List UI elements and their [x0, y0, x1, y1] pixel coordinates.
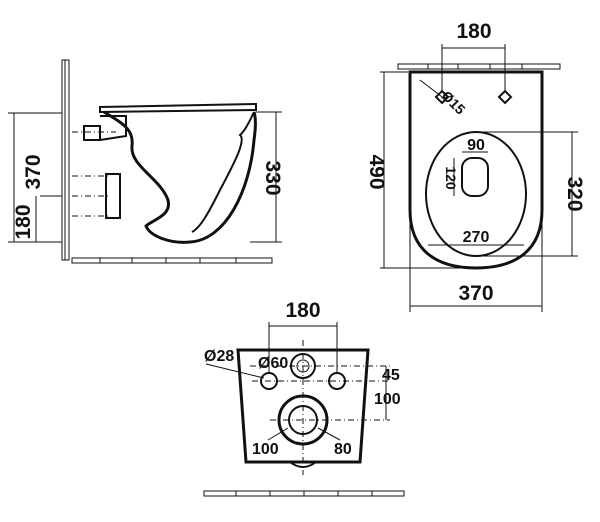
bowl-height-label: 330 [261, 160, 284, 195]
inner-depth-label: 120 [443, 166, 459, 190]
fixing-bracket [83, 125, 101, 141]
side-view: 370 180 330 [8, 59, 284, 264]
length-label: 490 [365, 154, 388, 189]
total-height-label: 370 [22, 154, 45, 189]
vertical-offset-1-label: 45 [382, 367, 400, 384]
leader-hole-diameter [419, 79, 447, 101]
seat-lid [99, 102, 257, 114]
top-view: 180 Ø15 490 320 370 270 90 120 [365, 20, 586, 312]
back-view: 180 Ø28 Ø60 45 100 100 80 [203, 299, 405, 497]
leader-small-hole [205, 363, 265, 379]
opening-width-label: 270 [463, 229, 490, 246]
outlet-right-label: 80 [334, 441, 352, 458]
inlet-connector [99, 115, 127, 141]
leader-outlet-left [267, 427, 289, 441]
back-body-outline [236, 348, 370, 464]
back-floor-line [203, 490, 405, 497]
top-wall-line [397, 63, 561, 70]
bowl-inner-line [191, 111, 255, 233]
bowl-outline [103, 110, 257, 244]
bowl-opening [425, 131, 527, 257]
waste-outlet [105, 173, 121, 219]
outlet-left-label: 100 [252, 441, 279, 458]
inlet-diameter-label: Ø60 [258, 355, 288, 372]
leader-outlet-right [317, 427, 341, 441]
floor-line [71, 257, 273, 264]
back-fixing-spacing-label: 180 [285, 299, 320, 322]
fixing-hole-left [434, 89, 450, 105]
fixing-spacing-label: 180 [456, 20, 491, 43]
vertical-offset-2-label: 100 [374, 391, 401, 408]
width-label: 370 [458, 282, 493, 305]
small-hole-diameter-label: Ø28 [204, 348, 234, 365]
bowl-top-outline [408, 70, 544, 270]
inner-top-label: 90 [467, 137, 485, 154]
lower-height-label: 180 [12, 204, 35, 239]
inner-flush-well [461, 157, 489, 197]
opening-length-label: 320 [563, 176, 586, 211]
fixing-hole-right [497, 89, 513, 105]
